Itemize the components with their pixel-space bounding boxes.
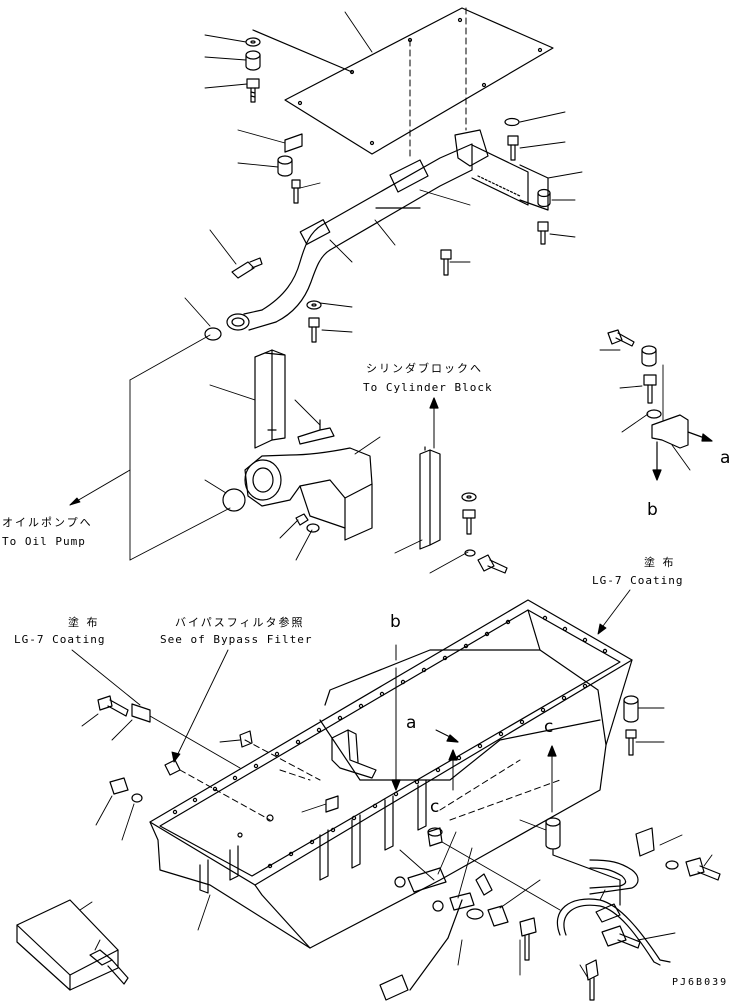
oil-pan — [149, 599, 633, 949]
coating-leaders — [71, 589, 631, 763]
drain-piping-assembly — [379, 817, 721, 1001]
oil-pan-inner-bracket — [325, 644, 459, 813]
reference-letter-a-upper: a — [720, 448, 731, 468]
bypass-filter-label-en: See of Bypass Filter — [160, 633, 313, 646]
reference-letter-b-upper: b — [647, 500, 658, 520]
leader-lines-top — [184, 11, 583, 333]
reference-letter-c-right: c — [544, 717, 554, 737]
pipe-clamp-hardware — [204, 117, 551, 343]
pan-left-hardware — [81, 695, 327, 841]
reference-letter-a-lower: a — [406, 713, 417, 733]
to-oil-pump-label-jp: オイルポンプへ — [2, 516, 93, 529]
to-cylinder-block-label-en: To Cylinder Block — [363, 381, 493, 394]
leader-lines-middle — [204, 384, 469, 574]
right-bracket-subassembly — [599, 329, 713, 481]
pan-right-hardware — [448, 695, 665, 813]
support-bracket-and-elbow — [222, 349, 373, 541]
cylinder-block-pipe — [419, 397, 508, 574]
alignment-lines-top — [409, 7, 467, 159]
reference-letter-b-lower: b — [390, 612, 401, 632]
drawing-code: PJ6B039 — [672, 977, 729, 988]
bypass-filter-label-jp: バイパスフィルタ参照 — [175, 616, 305, 629]
oil-pan-flange-holes — [172, 615, 608, 869]
coating-right-label-jp: 塗 布 — [644, 556, 676, 569]
cover-hardware-stack — [245, 29, 353, 103]
oil-pipe-upper — [226, 129, 549, 331]
to-oil-pump-label-en: To Oil Pump — [2, 535, 86, 548]
reference-letter-c-left: c — [430, 797, 440, 817]
cover-plate — [284, 7, 554, 155]
to-cylinder-block-label-jp: シリンダブロックへ — [366, 362, 483, 375]
alignment-lines-pan — [179, 739, 561, 821]
dipstick-tube-part — [16, 894, 211, 991]
coating-left-label-en: LG-7 Coating — [14, 633, 106, 646]
coating-left-label-jp: 塗 布 — [68, 616, 100, 629]
to-oil-pump-leader — [69, 334, 231, 561]
coating-right-label-en: LG-7 Coating — [592, 574, 684, 587]
